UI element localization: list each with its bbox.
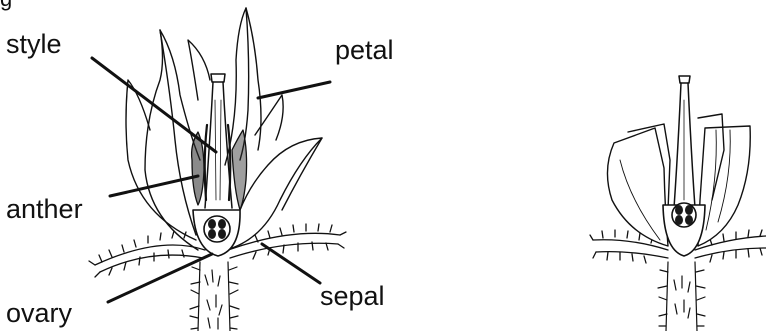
left-style-column (205, 74, 232, 208)
style-label: style (6, 31, 62, 58)
right-ovary (663, 203, 705, 256)
right-flower (590, 76, 766, 331)
ovary-leader (108, 254, 212, 302)
top-fragment-text: g (0, 0, 12, 10)
style-leader (92, 58, 216, 152)
sepal-leader (262, 244, 320, 283)
left-flower (89, 8, 346, 331)
anther-label: anther (6, 196, 83, 223)
sepal-label: sepal (320, 283, 385, 310)
ovary-label: ovary (6, 300, 72, 327)
anther-leader (110, 176, 198, 196)
right-style-column (674, 76, 695, 208)
leader-lines (92, 58, 330, 302)
petal-label: petal (335, 37, 394, 64)
right-stalk (658, 262, 705, 331)
left-stalk (190, 262, 239, 331)
petal-leader (258, 82, 330, 98)
left-anthers (192, 125, 247, 210)
